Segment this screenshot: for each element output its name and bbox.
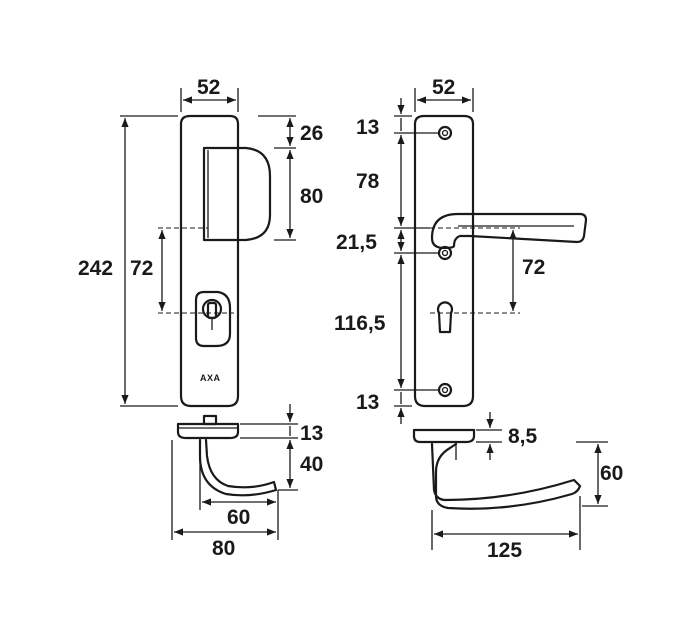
right-rosette-depth-label: 8,5 bbox=[508, 425, 538, 448]
right-side-view: 8,5 60 125 bbox=[412, 412, 623, 562]
cylinder-hole bbox=[436, 301, 454, 334]
shield-height-label: 80 bbox=[300, 185, 323, 208]
right-handle-length-label: 125 bbox=[487, 539, 522, 562]
left-total-reach-label: 80 bbox=[212, 537, 235, 560]
left-rosette bbox=[176, 422, 240, 440]
left-72-label: 72 bbox=[130, 257, 153, 280]
left-security-shield bbox=[202, 146, 272, 242]
brand-logo: AXA bbox=[200, 373, 221, 383]
right-handle-drop-label: 60 bbox=[600, 462, 623, 485]
handle-hole-label: 21,5 bbox=[336, 231, 377, 254]
right-handle-profile bbox=[430, 442, 582, 510]
lower-spacing-label: 116,5 bbox=[334, 312, 386, 335]
left-height-label: 242 bbox=[78, 257, 113, 280]
bottom-hole-label: 13 bbox=[356, 391, 379, 414]
left-rosette-depth-label: 13 bbox=[300, 422, 323, 445]
top-screw-hole bbox=[437, 125, 453, 141]
cylinder-cover bbox=[194, 290, 232, 348]
left-side-view: 13 40 60 80 bbox=[171, 404, 323, 560]
right-back-plate bbox=[413, 114, 475, 408]
top-hole-label: 13 bbox=[356, 116, 379, 139]
right-lever-handle bbox=[430, 212, 588, 250]
left-front-view: AXA 52 242 72 26 80 bbox=[78, 76, 323, 408]
left-handle-reach-label: 60 bbox=[227, 506, 250, 529]
top-offset-label: 26 bbox=[300, 122, 323, 145]
bottom-screw-hole bbox=[437, 382, 453, 398]
left-handle-profile bbox=[198, 438, 278, 497]
right-front-view: 52 13 78 21,5 116,5 13 72 bbox=[334, 76, 588, 424]
right-width-label: 52 bbox=[432, 76, 455, 99]
right-rosette bbox=[412, 428, 476, 444]
right-72-label: 72 bbox=[522, 256, 545, 279]
upper-spacing-label: 78 bbox=[356, 170, 380, 193]
left-back-plate bbox=[179, 114, 240, 408]
left-width-label: 52 bbox=[197, 76, 220, 99]
left-handle-drop-label: 40 bbox=[300, 453, 323, 476]
